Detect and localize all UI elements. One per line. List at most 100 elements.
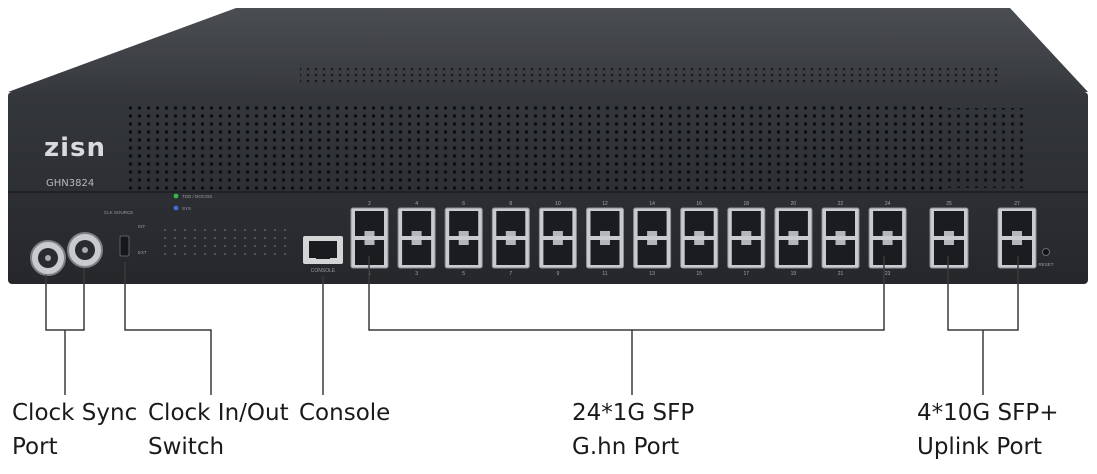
port-led-grid xyxy=(163,228,287,256)
sfp-bottom-number: 15 xyxy=(696,271,702,277)
reset-button[interactable] xyxy=(1042,248,1050,256)
port-led xyxy=(243,228,247,232)
label-clock-switch-line2: Switch xyxy=(148,434,225,460)
port-led xyxy=(173,252,177,256)
port-led xyxy=(263,228,267,232)
label-sfp-1g: 24*1G SFP G.hn Port xyxy=(572,396,694,464)
port-led xyxy=(233,252,237,256)
port-led xyxy=(283,252,287,256)
sfp-cage-10 xyxy=(774,207,813,269)
sfp-cage-3 xyxy=(444,207,483,269)
sfp-top-number: 14 xyxy=(649,201,655,207)
clock-switch-int-label: INT xyxy=(138,224,146,229)
sfp-top-number: 4 xyxy=(415,201,418,207)
port-led xyxy=(183,228,187,232)
port-led xyxy=(273,228,277,232)
sfp-top-number: 16 xyxy=(696,201,702,207)
console-port[interactable] xyxy=(303,236,343,264)
sfp-bottom-number: 11 xyxy=(602,271,607,277)
reset-label: RESET xyxy=(1038,262,1053,267)
bnc-port-2[interactable] xyxy=(67,232,103,268)
sfp-top-number: 18 xyxy=(744,201,750,207)
clock-switch[interactable] xyxy=(119,235,130,257)
led-tdd-label: TDD / DOCSIS xyxy=(182,194,212,199)
front-vent-grill-right xyxy=(945,108,1025,188)
port-led xyxy=(243,244,247,248)
port-led xyxy=(193,252,197,256)
port-led xyxy=(193,236,197,240)
sfp-cage-2 xyxy=(397,207,436,269)
port-led xyxy=(253,252,257,256)
port-led xyxy=(173,228,177,232)
callout-line-sfp-1g xyxy=(368,256,885,331)
uplink-cage-1 xyxy=(929,207,969,269)
uplink-cage-2 xyxy=(997,207,1037,269)
port-led xyxy=(283,236,287,240)
port-led xyxy=(283,244,287,248)
label-clock-sync-line2: Port xyxy=(12,434,58,460)
top-vent-grill xyxy=(300,64,1000,86)
port-led xyxy=(233,236,237,240)
label-clock-switch-line1: Clock In/Out xyxy=(148,400,289,426)
port-led xyxy=(273,244,277,248)
sfp-bottom-number: 17 xyxy=(744,271,750,277)
label-console-line1: Console xyxy=(299,400,391,426)
sfp-top-number: 12 xyxy=(602,201,608,207)
port-led xyxy=(223,236,227,240)
port-led xyxy=(223,244,227,248)
sfp-cage-4 xyxy=(491,207,530,269)
label-sfp-10g: 4*10G SFP+ Uplink Port xyxy=(917,396,1059,464)
port-led xyxy=(253,228,257,232)
sfp-top-number: 2 xyxy=(368,201,371,207)
sfp-cage-6 xyxy=(586,207,624,269)
port-led xyxy=(183,252,187,256)
sfp-cage-12 xyxy=(868,207,907,269)
port-led xyxy=(243,252,247,256)
port-led xyxy=(203,244,207,248)
port-led xyxy=(213,252,217,256)
console-port-label: CONSOLE xyxy=(311,268,336,274)
label-sfp-1g-line2: G.hn Port xyxy=(572,434,680,460)
sfp-top-number: 24 xyxy=(885,201,891,207)
sfp-cage-11 xyxy=(821,207,860,269)
port-led xyxy=(263,244,267,248)
sfp-bottom-number: 23 xyxy=(885,271,891,277)
clock-switch-ext-label: EXT xyxy=(138,250,147,255)
port-led xyxy=(233,228,237,232)
port-led xyxy=(233,244,237,248)
port-led xyxy=(173,244,177,248)
label-clock-sync: Clock Sync Port xyxy=(12,396,137,464)
uplink-number: 25 xyxy=(946,201,952,207)
sfp-top-number: 6 xyxy=(462,201,465,207)
port-led xyxy=(193,244,197,248)
led-sys xyxy=(173,205,179,211)
port-led xyxy=(193,228,197,232)
bnc-port-1[interactable] xyxy=(30,240,66,276)
sfp-top-number: 10 xyxy=(555,201,561,207)
sfp-cage-8 xyxy=(680,207,719,269)
callout-lines xyxy=(45,256,1019,395)
model-label: GHN3824 xyxy=(46,178,94,189)
sfp-bottom-number: 9 xyxy=(557,271,560,277)
sfp-bottom-number: 5 xyxy=(462,271,465,277)
sfp-cage-7 xyxy=(633,207,672,269)
port-led xyxy=(213,236,217,240)
port-led xyxy=(173,236,177,240)
port-led xyxy=(203,252,207,256)
port-led xyxy=(253,244,257,248)
sfp-top-number: 8 xyxy=(509,201,512,207)
clock-source-label: CLK SOURCE xyxy=(104,210,133,215)
sfp-bottom-number: 21 xyxy=(838,271,844,277)
sfp-cage-9 xyxy=(727,207,766,269)
port-led xyxy=(223,228,227,232)
sfp-bottom-number: 19 xyxy=(791,271,797,277)
sfp-top-number: 22 xyxy=(838,201,844,207)
sfp-cage-1 xyxy=(350,207,389,269)
front-vent-grill xyxy=(125,102,945,192)
port-led xyxy=(183,236,187,240)
sfp-bottom-number: 7 xyxy=(509,271,512,277)
label-clock-switch: Clock In/Out Switch xyxy=(148,396,289,464)
